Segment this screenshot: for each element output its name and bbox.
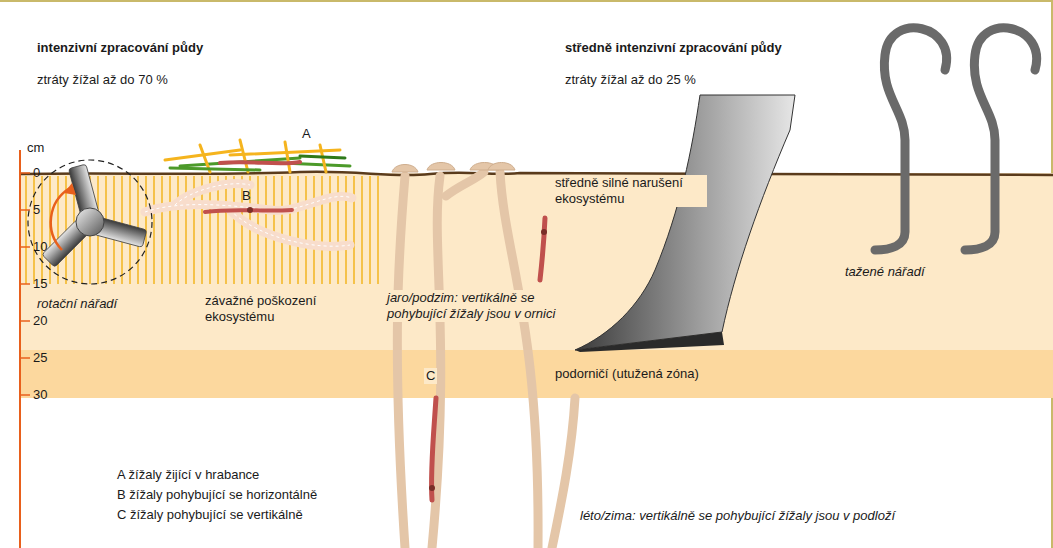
- tilled-stripe: [329, 176, 331, 284]
- tilled-stripe: [289, 176, 291, 284]
- tool-label: rotační nářadí: [37, 296, 117, 312]
- heading: středně intenzivní zpracování půdy: [565, 40, 782, 56]
- axis-tick: 20: [33, 313, 47, 329]
- axis-tick: 25: [33, 350, 47, 366]
- season-note: léto/zima: vertikálně se pohybující žíža…: [580, 508, 895, 524]
- tilled-stripe: [177, 176, 179, 284]
- tilled-stripe: [33, 176, 35, 284]
- axis-tick: 5: [33, 202, 40, 218]
- tilled-stripe: [305, 176, 307, 284]
- tilled-stripe: [233, 176, 235, 284]
- tilled-stripe: [353, 176, 355, 284]
- tilled-stripe: [377, 176, 379, 284]
- tilled-stripe: [57, 176, 59, 284]
- tilled-stripe: [321, 176, 323, 284]
- season-note: jaro/podzim: vertikálně se pohybující ží…: [385, 290, 567, 322]
- legend-text: C žížaly pohybující se vertikálně: [117, 507, 303, 523]
- tilled-stripe: [217, 176, 219, 284]
- axis-unit: cm: [27, 140, 44, 156]
- heading: intenzivní zpracování půdy: [37, 40, 203, 56]
- tilled-stripe: [161, 176, 163, 284]
- tilled-stripe: [369, 176, 371, 284]
- axis-tick: 30: [33, 387, 47, 403]
- axis-tick: 10: [33, 239, 47, 255]
- legend-text: A žížaly žijící v hrabance: [117, 467, 259, 483]
- tilled-stripe: [25, 176, 27, 284]
- tilled-stripe: [41, 176, 43, 284]
- axis-tick: 0: [33, 165, 40, 181]
- tilled-stripe: [169, 176, 171, 284]
- tilled-stripe: [225, 176, 227, 284]
- callout-letter: A: [302, 126, 311, 142]
- tool-label: tažené nářadí: [845, 264, 925, 280]
- loss-note: ztráty žížal až do 25 %: [565, 72, 696, 88]
- tilled-stripe: [361, 176, 363, 284]
- callout-letter: C: [424, 368, 437, 384]
- band-label: podorničí (utužená zóna): [555, 366, 1053, 382]
- tilled-stripe: [153, 176, 155, 284]
- tilled-stripe: [313, 176, 315, 284]
- tilled-stripe: [297, 176, 299, 284]
- damage-note: závažné poškození ekosystému: [205, 293, 345, 325]
- legend-text: B žížaly pohybující se horizontálně: [117, 487, 317, 503]
- subsoil-band: podorničí (utužená zóna): [20, 350, 1053, 398]
- tilled-stripe: [281, 176, 283, 284]
- tilled-stripe: [273, 176, 275, 284]
- callout-letter: B: [242, 188, 251, 204]
- loss-note: ztráty žížal až do 70 %: [37, 72, 168, 88]
- damage-note: středně silné narušení ekosystému: [553, 175, 707, 207]
- axis-tick: 15: [33, 276, 47, 292]
